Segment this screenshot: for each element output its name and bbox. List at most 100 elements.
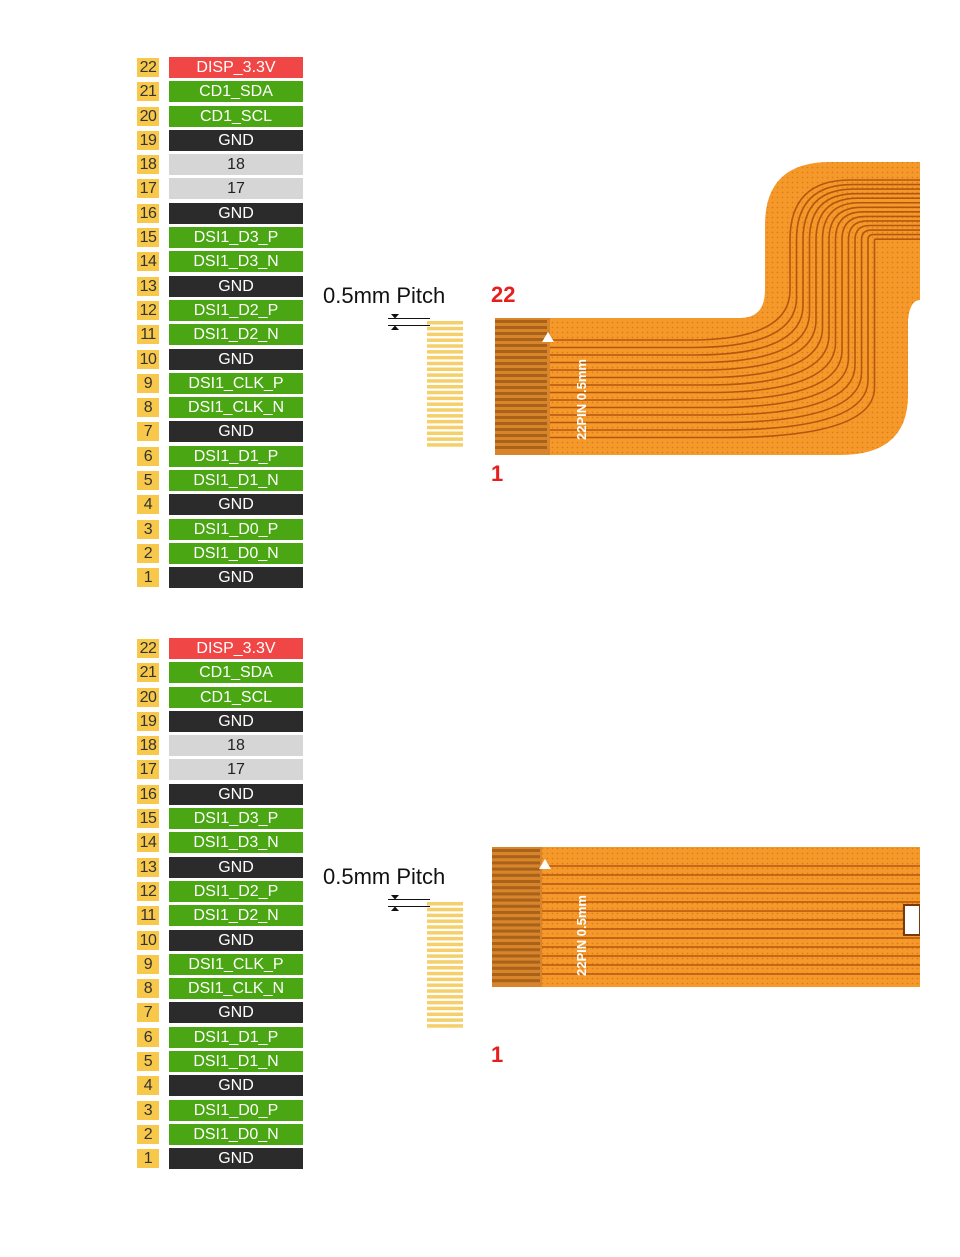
pin-signal-label: DSI1_D0_N — [169, 542, 303, 564]
pin-marker-1: 1 — [491, 1042, 504, 1067]
pin-number: 2 — [137, 1124, 159, 1144]
pin-row: 4 GND — [137, 1074, 303, 1098]
pin-signal-label: GND — [169, 710, 303, 732]
pin-signal-label: GND — [169, 348, 303, 370]
pin-signal-label: DSI1_CLK_N — [169, 397, 303, 419]
pin-number: 21 — [137, 663, 159, 683]
pin-number: 22 — [137, 639, 159, 658]
pin-signal-label: GND — [169, 567, 303, 589]
pin-marker-22: 22 — [491, 282, 516, 307]
pin-row: 21 CD1_SDA — [137, 661, 303, 685]
pin-signal-label: DSI1_D1_N — [169, 470, 303, 492]
pin-signal-label: 17 — [169, 759, 303, 781]
pin-number: 10 — [137, 930, 159, 950]
pin-row: 6 DSI1_D1_P — [137, 445, 303, 469]
pin-signal-label: GND — [169, 494, 303, 516]
pin-number: 7 — [137, 1003, 159, 1023]
pin-signal-label: DISP_3.3V — [169, 57, 303, 78]
pin-number: 16 — [137, 203, 159, 223]
pin-number: 14 — [137, 252, 159, 272]
pin-signal-label: 18 — [169, 154, 303, 176]
pin-signal-label: GND — [169, 929, 303, 951]
pin-signal-label: DSI1_D2_N — [169, 905, 303, 927]
pin-number: 4 — [137, 495, 159, 515]
pin-row: 10 GND — [137, 929, 303, 953]
pin-signal-label: DSI1_CLK_N — [169, 978, 303, 1000]
pin-row: 14 DSI1_D3_N — [137, 250, 303, 274]
pin-signal-label: DSI1_CLK_P — [169, 953, 303, 975]
pin-number: 1 — [137, 568, 159, 588]
pin-signal-label: CD1_SDA — [169, 662, 303, 684]
pin-number: 6 — [137, 446, 159, 466]
pin-number: 11 — [137, 325, 159, 345]
fpc-cable-straight: 22PIN 0.5mm — [492, 847, 920, 987]
gold-finger-contacts — [427, 902, 463, 1028]
pin-number: 16 — [137, 784, 159, 804]
pin-number: 15 — [137, 228, 159, 248]
pin-signal-label: GND — [169, 275, 303, 297]
pin-number: 5 — [137, 471, 159, 491]
pin-number: 17 — [137, 760, 159, 780]
pin-signal-label: DSI1_D2_P — [169, 880, 303, 902]
pin-signal-label: GND — [169, 856, 303, 878]
pin-number: 9 — [137, 373, 159, 393]
pin-signal-label: GND — [169, 129, 303, 151]
pin-signal-label: DSI1_D3_P — [169, 808, 303, 830]
pin-signal-label: GND — [169, 783, 303, 805]
pin-number: 18 — [137, 155, 159, 175]
pin-row: 1 GND — [137, 566, 303, 590]
cable-print: 22PIN 0.5mm — [574, 895, 589, 976]
pin-signal-label: GND — [169, 1075, 303, 1097]
pin-signal-label: DSI1_D3_N — [169, 832, 303, 854]
pin-number: 6 — [137, 1027, 159, 1047]
pin-signal-label: DSI1_D0_N — [169, 1123, 303, 1145]
fpc-cable-s-bend: 22PIN 0.5mm — [495, 162, 920, 455]
pin-number: 13 — [137, 857, 159, 877]
pin-number: 8 — [137, 398, 159, 418]
pin-row: 22 DISP_3.3V — [137, 637, 303, 661]
pin-number: 11 — [137, 906, 159, 926]
pin-number: 15 — [137, 809, 159, 829]
cable-print: 22PIN 0.5mm — [574, 359, 589, 440]
pin-number: 9 — [137, 954, 159, 974]
pin-signal-label: GND — [169, 1148, 303, 1170]
pin-number: 3 — [137, 519, 159, 539]
pin-number: 18 — [137, 736, 159, 756]
pin-signal-label: CD1_SCL — [169, 686, 303, 708]
pin-number: 22 — [137, 58, 159, 77]
pin-row: 9 DSI1_CLK_P — [137, 953, 303, 977]
pin-signal-label: DSI1_D2_P — [169, 299, 303, 321]
pin-signal-label: DISP_3.3V — [169, 638, 303, 659]
pin-signal-label: GND — [169, 421, 303, 443]
pin-number: 19 — [137, 130, 159, 150]
pin-row: 13 GND — [137, 856, 303, 880]
pin-number: 4 — [137, 1076, 159, 1096]
pin-signal-label: 17 — [169, 178, 303, 200]
pin-signal-label: CD1_SCL — [169, 105, 303, 127]
pin-signal-label: DSI1_D1_P — [169, 445, 303, 467]
pin-number: 17 — [137, 179, 159, 199]
pin-signal-label: DSI1_D3_N — [169, 251, 303, 273]
pin-number: 3 — [137, 1100, 159, 1120]
pin-marker-1: 1 — [491, 461, 504, 486]
pin-number: 21 — [137, 82, 159, 102]
